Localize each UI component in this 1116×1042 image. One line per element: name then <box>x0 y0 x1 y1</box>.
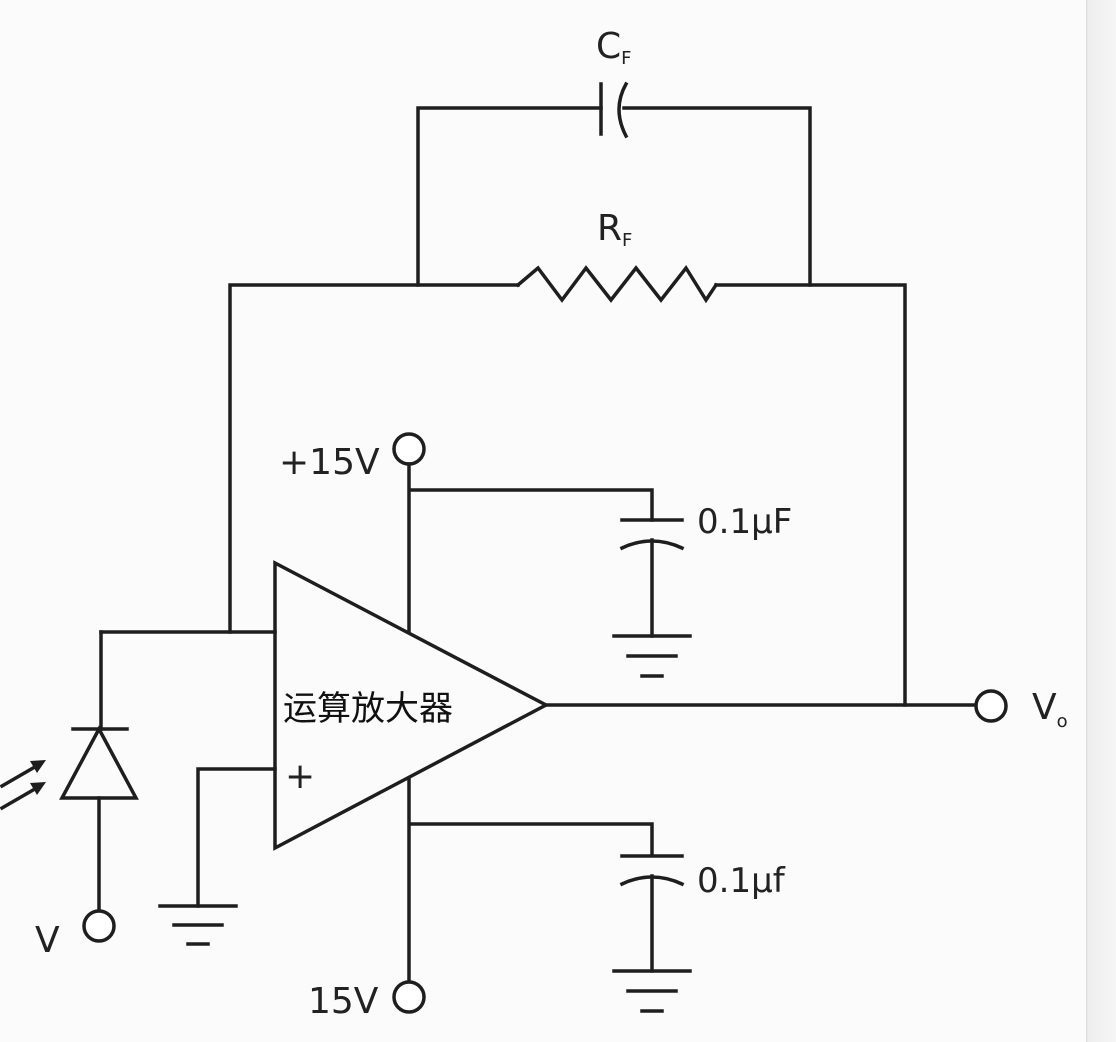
vin-terminal <box>82 909 116 943</box>
negative-supply <box>392 778 692 1014</box>
cap-bottom-value: 0.1μf <box>697 861 786 901</box>
plus15v-label: +15V <box>279 442 380 483</box>
opamp <box>273 560 1008 851</box>
cap-bottom-ground-symbol <box>612 969 692 1013</box>
rf-resistor <box>515 264 719 304</box>
noninverting-input-wire <box>196 767 277 908</box>
cf-label: CF <box>596 26 632 69</box>
light-arrows <box>0 760 46 811</box>
photodiode <box>59 725 139 913</box>
cap-top-value: 0.1μF <box>697 502 792 542</box>
rf-label: RF <box>597 208 632 251</box>
vout-label: Vo <box>1032 687 1068 732</box>
minus15v-wire <box>407 778 654 984</box>
minus15v-terminal <box>392 980 426 1014</box>
opamp-label: 运算放大器 <box>283 689 453 729</box>
plus15v-terminal <box>392 432 426 466</box>
opamp-triangle <box>273 560 550 851</box>
cf-capacitor-plate-curved <box>617 81 629 139</box>
cf-wires <box>416 106 812 287</box>
input-ground-symbol <box>158 904 238 946</box>
minus15v-label: 15V <box>308 981 379 1022</box>
plus-sign: + <box>285 756 315 797</box>
feedback-right-wire <box>714 283 907 707</box>
vin-label: V <box>35 920 60 961</box>
plus15v-wire <box>407 462 654 634</box>
cap-top-ground-symbol <box>612 634 692 678</box>
inverting-input-wire <box>99 630 277 731</box>
output-terminal <box>974 689 1008 723</box>
feedback-network <box>99 81 907 707</box>
positive-supply <box>392 432 692 678</box>
input-circuit <box>0 630 277 946</box>
